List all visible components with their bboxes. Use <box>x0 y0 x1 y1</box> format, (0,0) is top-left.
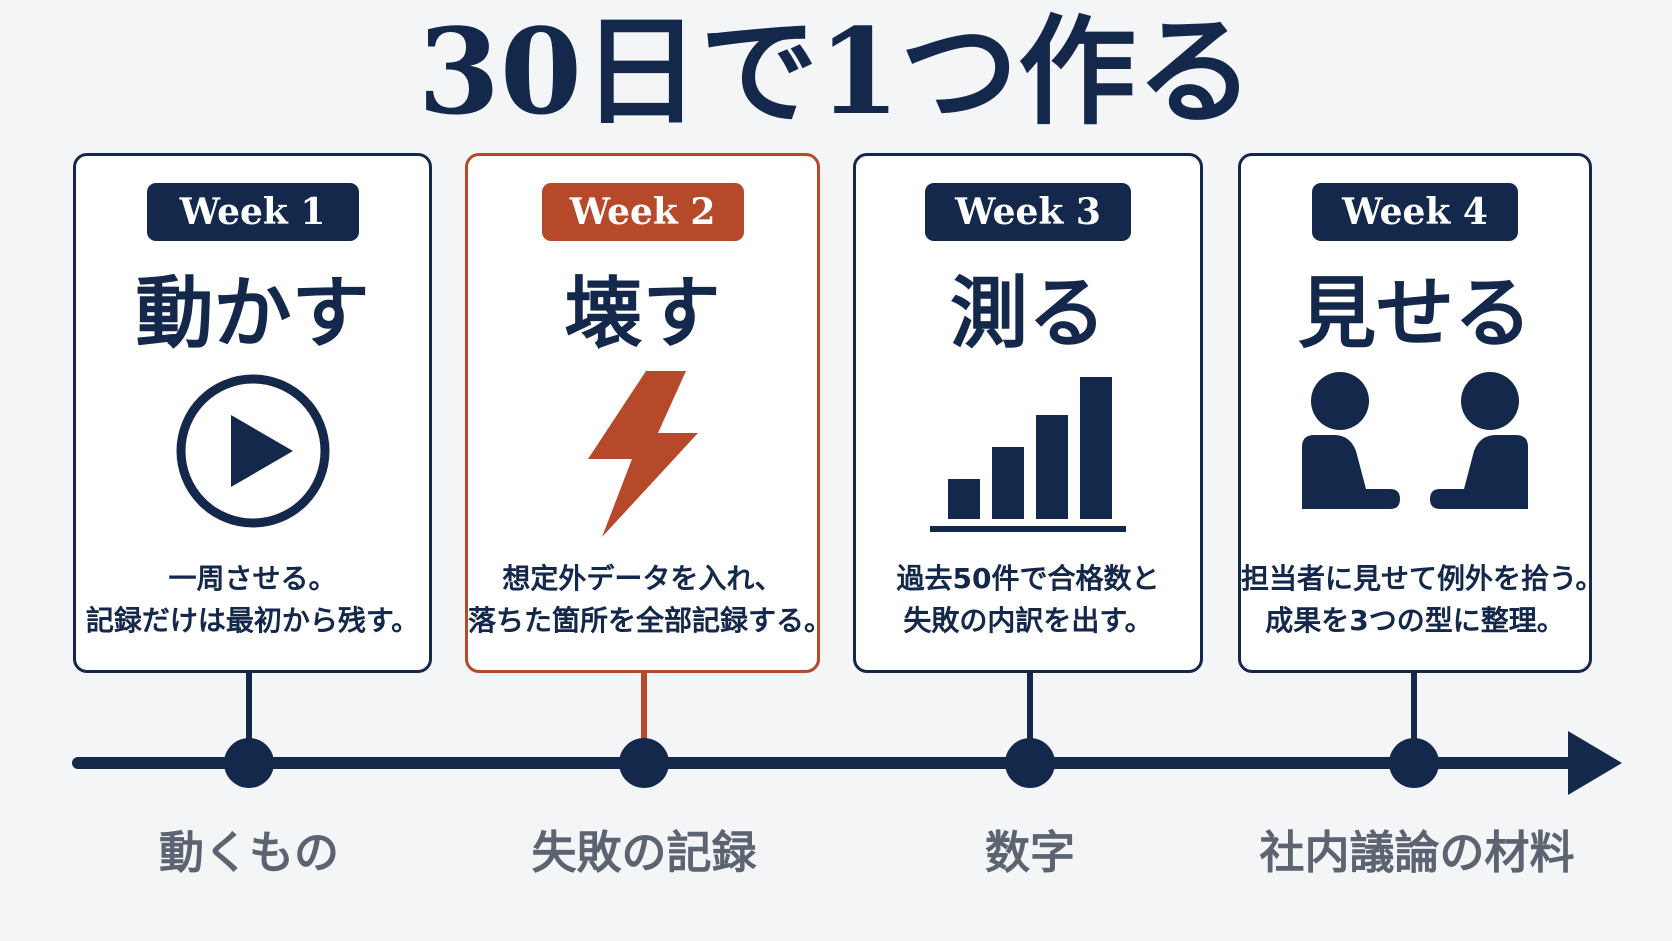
week-3-card: Week 3 測る 過去50件で合格数と 失敗の内訳を出す。 <box>853 153 1203 673</box>
week-3-description: 過去50件で合格数と 失敗の内訳を出す。 <box>896 562 1160 637</box>
week-4-title: 見せる <box>1297 268 1532 359</box>
page-title: 30日で1つ作る <box>417 2 1255 141</box>
play-circle-icon <box>173 371 333 535</box>
week-3-badge: Week 3 <box>925 183 1131 241</box>
week-4-timeline-node <box>1389 738 1439 788</box>
timeline-arrow-icon <box>1568 731 1622 795</box>
week-1-timeline-node <box>224 738 274 788</box>
lightning-bolt-icon <box>587 371 698 545</box>
week-4-badge: Week 4 <box>1312 183 1518 241</box>
week-1-badge: Week 1 <box>146 183 359 241</box>
week-3-timeline-node <box>1005 738 1055 788</box>
week-1-title: 動かす <box>135 268 370 359</box>
week-1-output: 動くもの <box>158 826 339 879</box>
week-1-description: 一周させる。 記録だけは最初から残す。 <box>85 562 420 637</box>
week-1-connector <box>246 672 252 760</box>
week-4-card: Week 4 見せる 担当者に見せて例外を拾う。 成果を3つの型に整理。 <box>1238 153 1604 673</box>
week-3-output: 数字 <box>984 826 1075 879</box>
two-people-icon <box>1300 371 1530 535</box>
week-3-title: 測る <box>949 268 1106 359</box>
week-2-timeline-node <box>619 738 669 788</box>
week-2-connector <box>641 672 647 760</box>
week-2-output: 失敗の記録 <box>531 826 757 879</box>
timeline-axis <box>72 757 1607 769</box>
week-2-title: 壊す <box>564 268 721 359</box>
week-4-connector <box>1411 672 1417 760</box>
week-3-connector <box>1027 672 1033 760</box>
week-2-badge: Week 2 <box>541 183 744 241</box>
week-4-output: 社内議論の材料 <box>1259 826 1575 879</box>
week-2-card: Week 2 壊す 想定外データを入れ、 落ちた箇所を全部記録する。 <box>465 153 833 673</box>
week-4-description: 担当者に見せて例外を拾う。 成果を3つの型に整理。 <box>1241 562 1604 637</box>
bar-chart-icon <box>928 371 1128 540</box>
week-1-card: Week 1 動かす 一周させる。 記録だけは最初から残す。 <box>73 153 432 673</box>
week-2-description: 想定外データを入れ、 落ちた箇所を全部記録する。 <box>468 562 833 637</box>
